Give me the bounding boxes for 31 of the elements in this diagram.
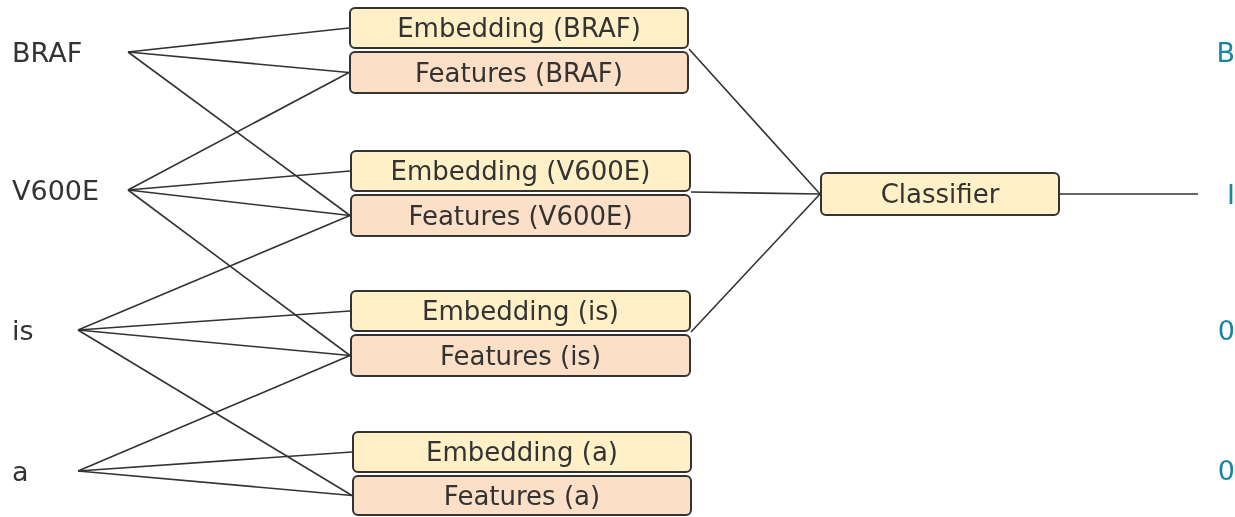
connector-line — [690, 191, 821, 195]
connector-line — [77, 329, 351, 357]
connector-line — [77, 470, 353, 497]
features-box: Features (is) — [350, 334, 691, 377]
connector-line — [127, 51, 350, 74]
connector-line — [77, 329, 353, 497]
output-tag: B — [1198, 33, 1235, 73]
output-tag: I — [1198, 174, 1235, 214]
embedding-box: Embedding (V600E) — [350, 150, 691, 192]
input-token: is — [12, 310, 78, 350]
connector-line — [690, 193, 821, 333]
output-tag: 0 — [1198, 311, 1235, 351]
connector-line — [127, 189, 351, 217]
features-box: Features (a) — [352, 475, 692, 516]
embedding-box: Embedding (a) — [352, 431, 692, 473]
classifier-box: Classifier — [820, 172, 1060, 216]
output-tag: 0 — [1198, 451, 1235, 491]
connector-line — [77, 354, 351, 472]
input-token: V600E — [12, 170, 128, 210]
features-box: Features (V600E) — [350, 194, 691, 237]
connector-line — [688, 48, 821, 195]
connector-line — [127, 51, 351, 217]
input-token: BRAF — [12, 32, 128, 72]
connector-line — [127, 189, 351, 357]
embedding-box: Embedding (is) — [350, 290, 691, 332]
connector-line — [1059, 193, 1199, 195]
embedding-box: Embedding (BRAF) — [349, 7, 689, 49]
connector-line — [77, 214, 351, 331]
connector-line — [127, 71, 350, 191]
features-box: Features (BRAF) — [349, 51, 689, 94]
input-token: a — [12, 451, 78, 491]
